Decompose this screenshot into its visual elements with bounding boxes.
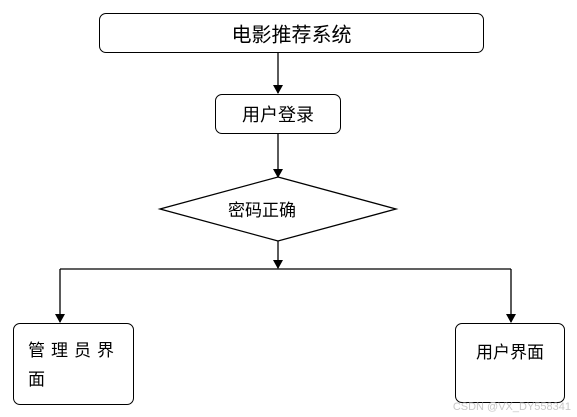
node-system-title: 电影推荐系统 — [99, 13, 484, 53]
node-admin-interface: 管理员界面 — [13, 323, 134, 405]
watermark: CSDN @VX_DY558341 — [452, 401, 571, 413]
node-user-login-label: 用户登录 — [242, 105, 314, 126]
node-user-interface-label: 用户界面 — [476, 343, 544, 363]
node-user-interface: 用户界面 — [455, 323, 565, 403]
node-admin-interface-label: 管理员界面 — [28, 341, 120, 390]
node-system-title-label: 电影推荐系统 — [231, 22, 352, 47]
decision-label: 密码正确 — [228, 201, 296, 221]
node-user-login: 用户登录 — [215, 94, 341, 134]
